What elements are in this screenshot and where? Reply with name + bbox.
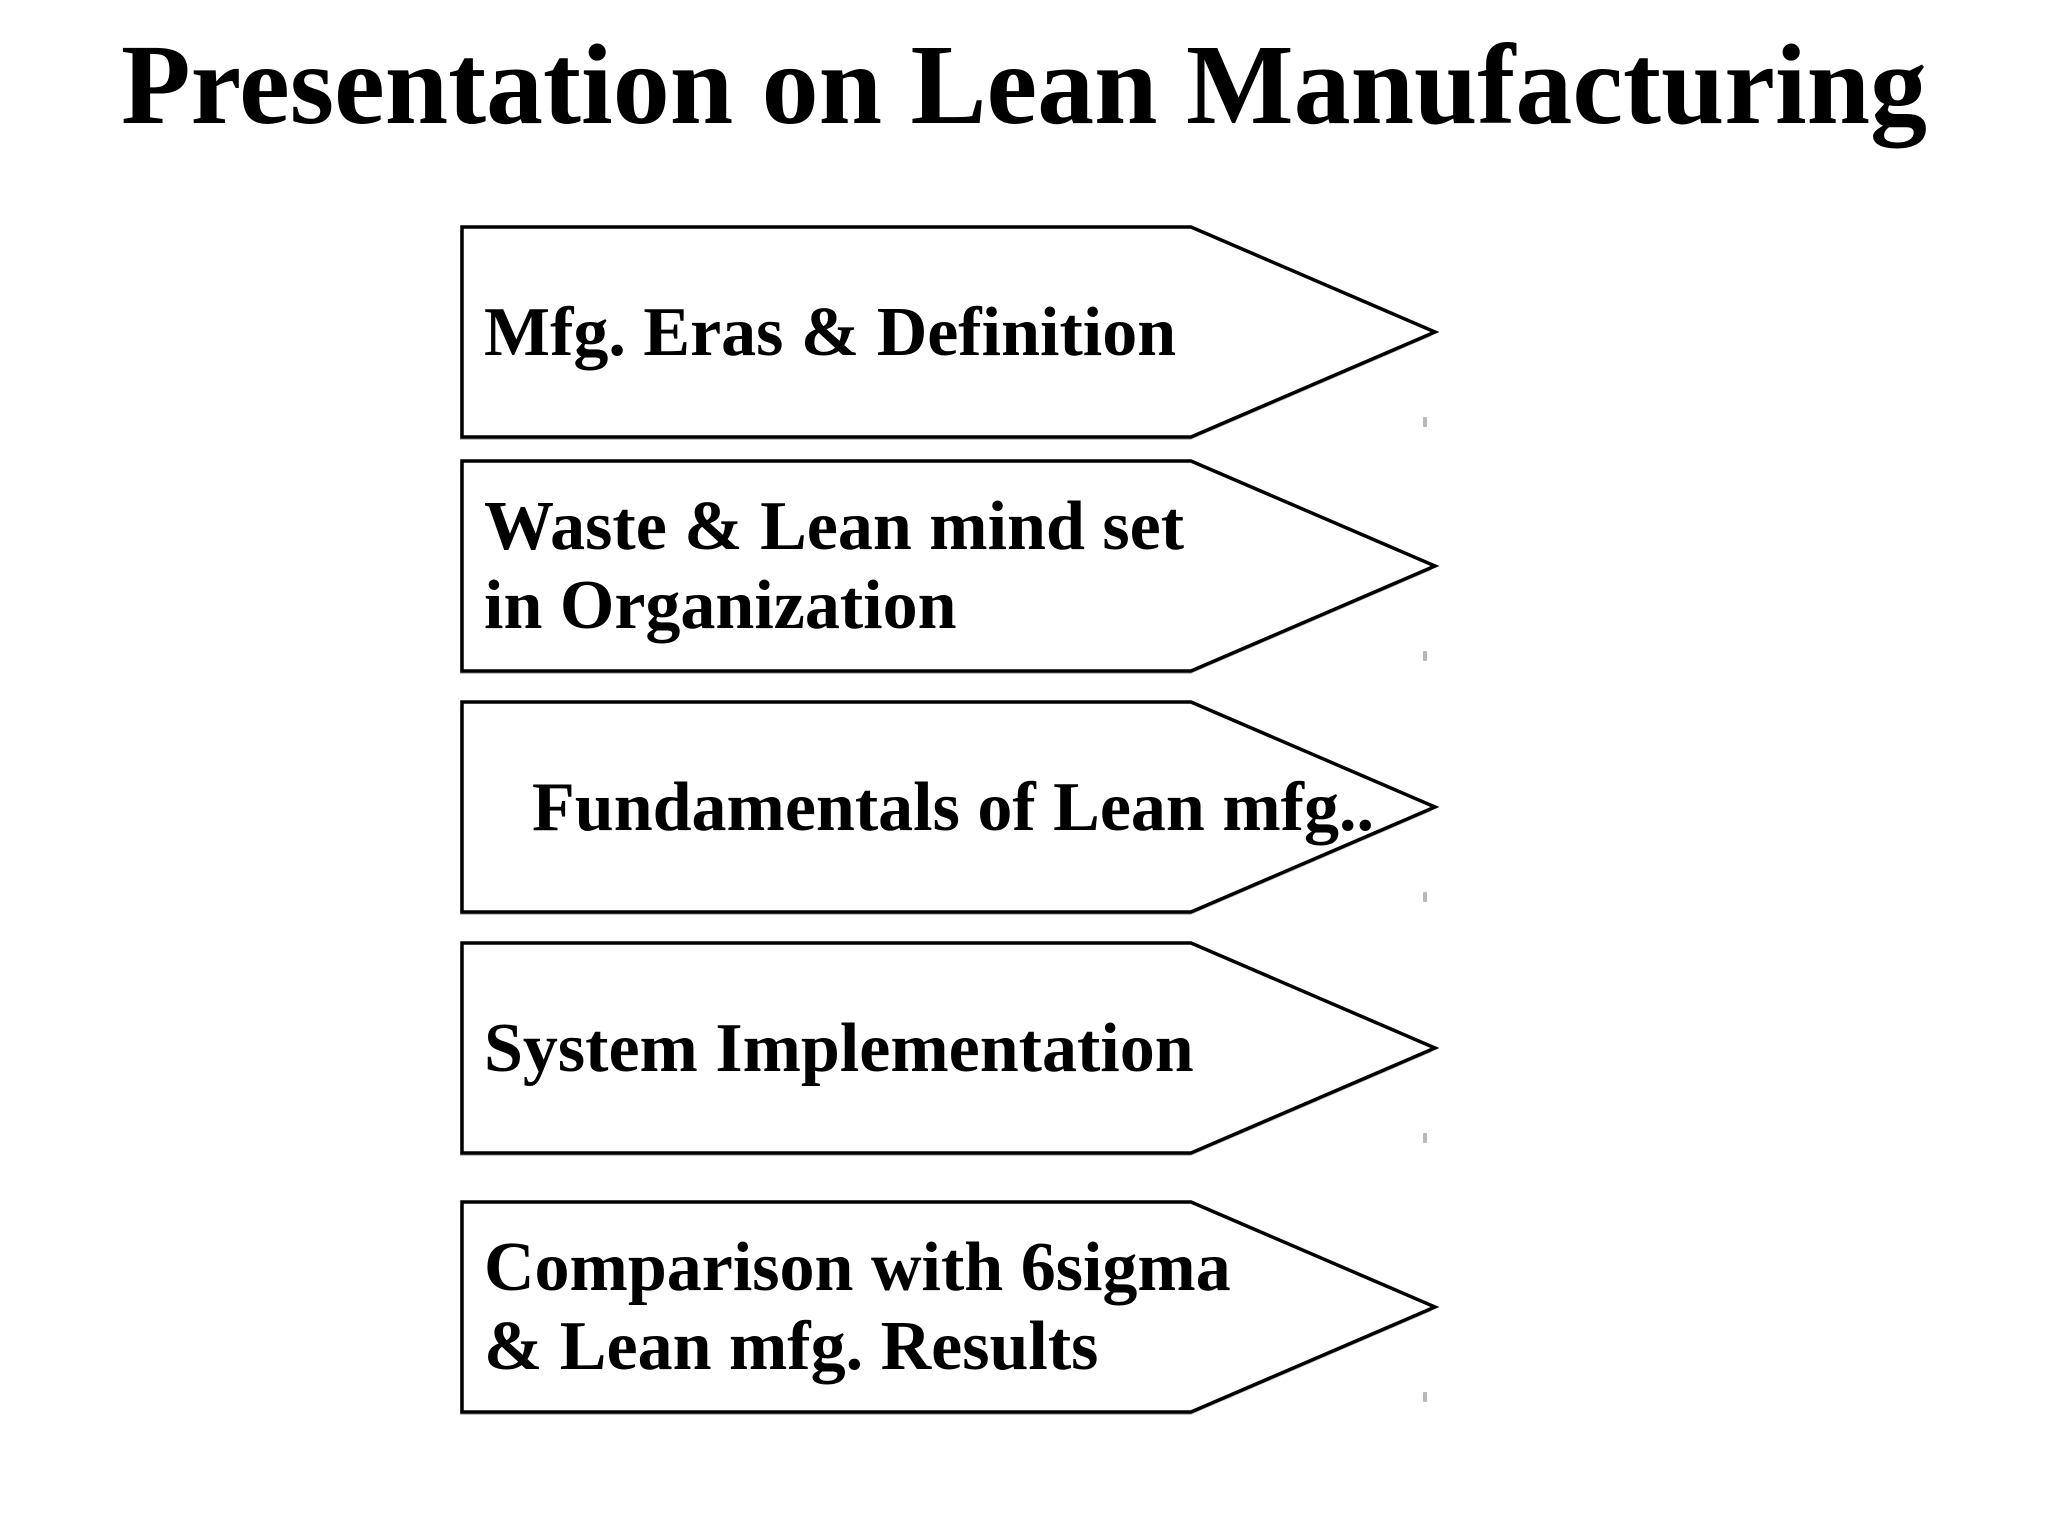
pentagon-arrow-outline [460,459,1440,673]
pentagon-arrow-shape [460,941,1440,1156]
agenda-arrow-mfg-eras: Mfg. Eras & Definition [460,224,1442,440]
pentagon-arrow-shape [460,1200,1440,1415]
slide-title: Presentation on Lean Manufacturing [120,21,1928,148]
pentagon-arrow-shape [460,225,1440,440]
arrow-label-line: Waste & Lean mind set [484,488,1184,565]
arrow-label-line: Mfg. Eras & Definition [484,293,1177,371]
arrow-label: System Implementation [460,940,1194,1156]
arrow-label-line: Fundamentals of Lean mfg.. [532,768,1374,846]
artifact-speck [1423,1133,1427,1143]
pentagon-arrow-outline [460,941,1440,1155]
agenda-arrow-comparison-6sigma: Comparison with 6sigma & Lean mfg. Resul… [460,1199,1442,1415]
artifact-speck [1423,892,1427,902]
arrow-label: Mfg. Eras & Definition [460,224,1190,440]
arrow-label: Waste & Lean mind set in Organization [460,458,1190,674]
pentagon-arrow-outline [460,700,1440,914]
arrow-label-line: in Organization [484,567,957,644]
pentagon-arrow-outline [460,225,1440,439]
artifact-speck [1423,651,1427,661]
arrow-label-line: System Implementation [484,1009,1194,1087]
arrow-label-line: Comparison with 6sigma [484,1229,1231,1306]
pentagon-arrow-shape [460,459,1440,674]
agenda-arrow-fundamentals: Fundamentals of Lean mfg.. [460,699,1442,915]
pentagon-arrow-outline [460,1200,1440,1414]
artifact-speck [1423,417,1427,427]
arrow-label: Comparison with 6sigma & Lean mfg. Resul… [460,1199,1231,1415]
arrow-label: Fundamentals of Lean mfg.. [460,699,1374,915]
agenda-arrow-waste-lean-mindset: Waste & Lean mind set in Organization [460,458,1442,674]
artifact-speck [1423,1392,1427,1402]
agenda-arrow-system-implementation: System Implementation [460,940,1442,1156]
arrow-label-line: & Lean mfg. Results [484,1308,1099,1385]
pentagon-arrow-shape [460,700,1440,915]
